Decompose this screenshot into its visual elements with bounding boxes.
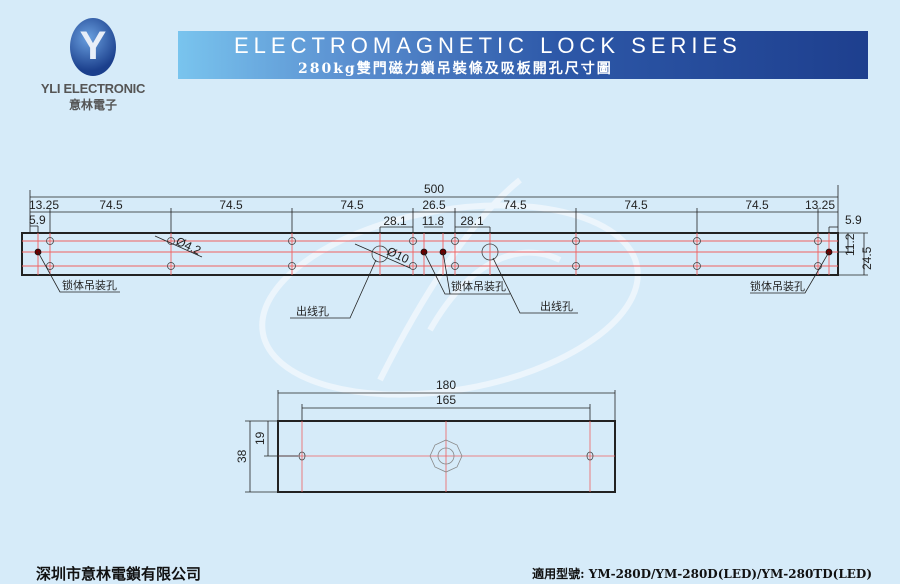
lock-mount-holes (34, 248, 833, 256)
banner-title: ELECTROMAGNETIC LOCK SERIES (234, 33, 742, 58)
banner-subtitle: 280kg雙門磁力鎖吊裝條及吸板開孔尺寸圖 (298, 61, 613, 77)
dim-overall: 500 (424, 182, 444, 196)
label-mount-hole-center: 锁体吊装孔 (451, 279, 506, 293)
plate-dimension-labels: 180 165 38 19 (235, 378, 456, 463)
dim-seg-7: 74.5 (624, 198, 648, 212)
centerlines (22, 233, 838, 275)
dim-plate-half-height: 19 (253, 431, 267, 445)
logo-name-en: YLI ELECTRONIC (40, 81, 146, 96)
leader-lines (37, 251, 830, 319)
dim-seg-5: 26.5 (422, 198, 446, 212)
dim-seg-9: 13.25 (805, 198, 835, 212)
applicable-models: 適用型號: YM-280D/YM-280D(LED)/YM-280TD(LED) (532, 567, 872, 581)
dim-center-gap: 11.8 (422, 214, 445, 228)
armature-plate-drawing (245, 390, 616, 493)
dim-height-total: 24.5 (860, 246, 874, 270)
plate-centerlines (278, 421, 615, 492)
bar-dimension-labels: 500 13.25 74.5 74.5 74.5 26.5 74.5 74.5 … (29, 182, 874, 318)
label-wire-hole-right: 出线孔 (540, 299, 573, 313)
label-mount-hole-left: 锁体吊装孔 (62, 278, 117, 292)
logo-name-cn: 意林電子 (68, 98, 117, 112)
dim-wire-offset-right: 28.1 (460, 214, 484, 228)
dim-height-inner: 11.2 (843, 233, 857, 256)
mount-bar-drawing (21, 185, 868, 319)
label-mount-hole-right: 锁体吊装孔 (750, 279, 805, 293)
bar-outline (21, 232, 839, 276)
dim-seg-2: 74.5 (99, 198, 123, 212)
dim-right-offset: 5.9 (845, 213, 862, 227)
label-wire-hole-left: 出线孔 (296, 304, 329, 318)
center-bolt-hex (429, 439, 463, 473)
dim-seg-6: 74.5 (503, 198, 527, 212)
dim-seg-1: 13.25 (29, 198, 59, 212)
title-banner: ELECTROMAGNETIC LOCK SERIES 280kg雙門磁力鎖吊裝… (178, 31, 868, 79)
dim-left-offset: 5.9 (29, 213, 46, 227)
dim-seg-3: 74.5 (219, 198, 243, 212)
dim-plate-width: 180 (436, 378, 456, 392)
dim-seg-4: 74.5 (340, 198, 364, 212)
plate-outline (277, 420, 616, 493)
mounting-holes (46, 237, 822, 270)
dim-wire-offset-left: 28.1 (383, 214, 407, 228)
dim-seg-8: 74.5 (745, 198, 769, 212)
dim-plate-height: 38 (235, 449, 249, 463)
company-name: 深圳市意林電鎖有限公司 (36, 565, 202, 583)
extension-lines (30, 208, 868, 276)
dim-hole-dia: Ø4.2 (174, 234, 204, 258)
company-logo: Y YLI ELECTRONIC 意林電子 (28, 18, 158, 113)
logo-mark: Y (70, 18, 116, 76)
dim-hole-spacing: 165 (436, 393, 456, 407)
